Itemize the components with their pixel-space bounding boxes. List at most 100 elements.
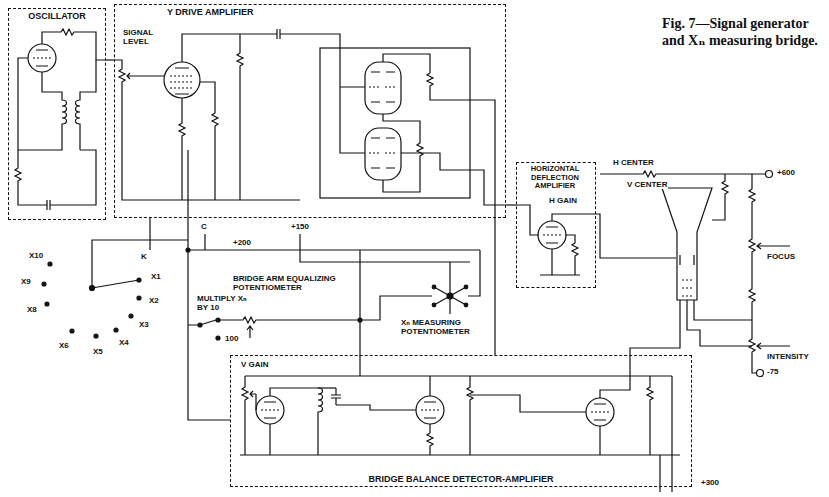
crt-supply (600, 171, 790, 377)
detector-circuit (256, 396, 284, 424)
oscillator-circuit (42, 32, 106, 60)
horizontal-amp-circuit (538, 221, 566, 249)
detector-circuit (245, 375, 672, 376)
circuit-label: X8 (26, 305, 38, 314)
detector-circuit (470, 395, 586, 412)
y-drive-circuit (237, 50, 243, 70)
horizontal-amp-circuit (572, 240, 578, 260)
circuit-label: X10 (28, 251, 44, 260)
circuit-label: Xₙ MEASURING POTENTIOMETER (400, 318, 490, 336)
range-switch (48, 262, 52, 266)
horizontal-amp-circuit (552, 214, 676, 258)
circuit-block: BRIDGE BALANCE DETECTOR-AMPLIFIER (230, 355, 692, 487)
cathode-ray-tube (682, 280, 692, 296)
detector-circuit (586, 398, 614, 426)
crt-supply (749, 186, 755, 206)
circuit-label: MULTIPLY Xₙ BY 10 (196, 294, 260, 312)
y-drive-circuit (365, 128, 401, 180)
crt-supply (757, 370, 764, 377)
bridge-arms (216, 318, 220, 322)
circuit-label: FOCUS (766, 252, 796, 261)
range-switch (70, 329, 74, 333)
bridge-arms (432, 285, 436, 289)
circuit-label: +200 (232, 238, 252, 247)
circuit-label: SIGNAL LEVEL (122, 28, 168, 46)
circuit-block: OSCILLATOR (8, 8, 106, 220)
detector-circuit (270, 388, 323, 455)
bridge-arms (464, 303, 468, 307)
y-drive-circuit (164, 62, 200, 98)
circuit-block: HORIZONTAL DEFLECTION AMPLIFIER (516, 162, 596, 288)
oscillator-circuit (18, 58, 96, 205)
y-drive-circuit (114, 29, 506, 218)
circuit-label: 100 (224, 334, 239, 343)
cathode-ray-tube (680, 300, 752, 346)
circuit-label: X2 (148, 296, 160, 305)
range-switch (94, 334, 98, 338)
range-switch (42, 240, 188, 338)
y-drive-circuit (212, 110, 218, 130)
y-drive-circuit (175, 68, 189, 94)
bridge-arms (247, 326, 253, 338)
oscillator-circuit (76, 60, 97, 150)
circuit-label: BRIDGE ARM EQUALIZING POTENTIOMETER (232, 274, 356, 292)
oscillator-circuit (28, 44, 56, 72)
bridge-arms (432, 303, 436, 307)
supply-wiring (186, 248, 190, 252)
circuit-label: +600 (776, 168, 796, 177)
crt-supply (722, 178, 728, 198)
oscillator-circuit (40, 200, 57, 210)
circuit-label: V CENTER (626, 180, 668, 189)
signal-wire (494, 218, 495, 355)
detector-circuit (250, 391, 256, 410)
y-drive-circuit (427, 70, 433, 90)
cathode-ray-tube (680, 255, 694, 265)
y-drive-circuit (401, 153, 506, 205)
y-drive-circuit (365, 62, 401, 114)
detector-circuit (430, 376, 470, 455)
crt-supply (600, 173, 765, 174)
y-drive-circuit (114, 60, 300, 200)
range-switch (114, 328, 118, 332)
circuit-label: INTENSITY (766, 352, 810, 361)
range-switch (92, 240, 188, 288)
block-title: BRIDGE BALANCE DETECTOR-AMPLIFIER (367, 474, 556, 484)
detector-circuit (416, 396, 444, 424)
range-switch (42, 282, 46, 286)
range-switch (90, 286, 95, 291)
range-switch (137, 296, 141, 300)
circuit-label: H GAIN (548, 196, 578, 205)
circuit-label: X3 (138, 320, 150, 329)
signal-wire (106, 59, 114, 60)
circuit-label: X6 (58, 341, 70, 350)
circuit-label: X4 (118, 338, 130, 347)
detector-circuit (318, 387, 336, 388)
bridge-arms (464, 285, 468, 289)
circuit-block: Y DRIVE AMPLIFIER (114, 4, 506, 218)
circuit-label: C (200, 222, 208, 231)
oscillator-circuit (58, 29, 78, 35)
crt-supply (749, 236, 755, 256)
signal-wire (506, 204, 516, 205)
crt-supply (766, 171, 773, 178)
circuit-label: K (140, 252, 148, 261)
crt-supply (757, 243, 790, 249)
bridge-arms (216, 336, 220, 340)
crt-supply (749, 286, 755, 306)
detector-circuit (240, 340, 680, 492)
oscillator-circuit (15, 29, 106, 210)
detector-circuit (660, 376, 672, 492)
y-drive-circuit (417, 140, 423, 160)
detector-circuit (331, 388, 341, 405)
crt-supply (749, 336, 755, 356)
y-drive-circuit (270, 29, 287, 39)
detector-circuit (242, 384, 248, 404)
range-switch (137, 278, 141, 282)
bridge-arms (240, 317, 260, 323)
circuit-label: H CENTER (612, 158, 655, 167)
y-drive-circuit (127, 73, 164, 79)
horizontal-amp-circuit (516, 205, 676, 275)
horizontal-amp-circuit (540, 235, 580, 275)
